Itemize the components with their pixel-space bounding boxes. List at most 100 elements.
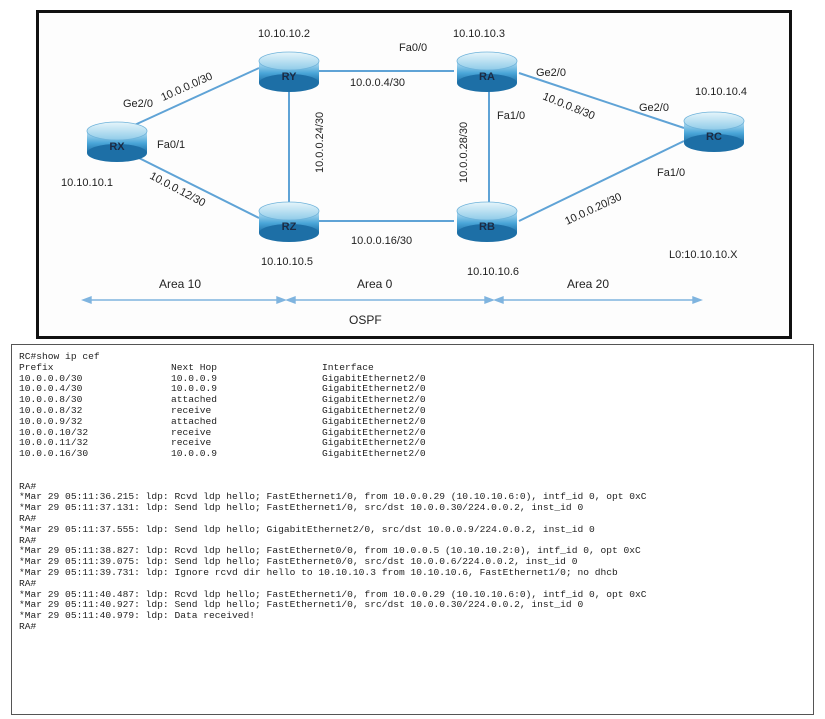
cef-nexthop: receive — [171, 437, 212, 449]
cef-row: 10.0.0.9/32 attached GigabitEthernet2/0 — [19, 415, 813, 428]
log-line: *Mar 29 05:11:38.827: ldp: Rcvd ldp hell… — [19, 545, 641, 557]
router-ip-rb: 10.10.10.6 — [467, 266, 519, 278]
link-rb-rc — [518, 140, 685, 222]
cef-nexthop: receive — [171, 404, 212, 416]
area-arrows — [81, 295, 703, 305]
log-line: *Mar 29 05:11:36.215: ldp: Rcvd ldp hell… — [19, 491, 647, 503]
router-name: RA — [479, 71, 495, 83]
cli-output-panel: RC#show ip cef Prefix Next Hop Interface… — [11, 344, 814, 715]
log-line: RA# — [19, 480, 37, 492]
cef-nexthop: 10.0.0.9 — [171, 383, 218, 395]
log-line: RA# — [19, 620, 37, 632]
router-rz: RZ — [258, 201, 320, 242]
log-line: RA# — [19, 512, 37, 524]
cef-prefix: 10.0.0.4/30 — [19, 383, 83, 395]
loopback-note: L0:10.10.10.X — [669, 249, 738, 261]
router-ip-rx: 10.10.10.1 — [61, 177, 113, 189]
cef-row: 10.0.0.11/32 receive GigabitEthernet2/0 — [19, 438, 813, 449]
router-name: RC — [706, 131, 722, 143]
blank-line — [19, 460, 813, 471]
log-line: *Mar 29 05:11:40.979: ldp: Data received… — [19, 610, 256, 622]
router-icon — [258, 201, 320, 221]
subnet-rx-ry: 10.0.0.0/30 — [159, 70, 214, 103]
router-name: RY — [282, 71, 298, 83]
router-ip-rz: 10.10.10.5 — [261, 256, 313, 268]
cef-header-prefix: Prefix — [19, 361, 54, 373]
cef-row: 10.0.0.4/30 10.0.0.9 GigabitEthernet2/0 — [19, 384, 813, 395]
blank-line — [19, 471, 813, 482]
area-20-label: Area 20 — [567, 277, 609, 291]
cef-prefix: 10.0.0.8/30 — [19, 394, 83, 406]
subnet-ry-rz: 10.0.0.24/30 — [314, 112, 326, 173]
log-line: *Mar 29 05:11:37.131: ldp: Send ldp hell… — [19, 502, 584, 514]
router-ra: RA — [456, 51, 518, 92]
cef-prefix: 10.0.0.0/30 — [19, 372, 83, 384]
log-line: RA# — [19, 534, 37, 546]
router-rb: RB — [456, 201, 518, 242]
log-line: *Mar 29 05:11:40.927: ldp: Send ldp hell… — [19, 599, 584, 611]
router-icon — [86, 121, 148, 141]
cef-nexthop: receive — [171, 426, 212, 438]
router-ry: RY — [258, 51, 320, 92]
link-rx-rz — [116, 146, 260, 219]
cef-row: 10.0.0.10/32 receive GigabitEthernet2/0 — [19, 426, 813, 439]
subnet-ra-rb: 10.0.0.28/30 — [458, 122, 470, 183]
cef-header-row: Prefix Next Hop Interface — [19, 361, 813, 374]
subnet-rx-rz: 10.0.0.12/30 — [148, 170, 208, 209]
cef-prefix: 10.0.0.10/32 — [19, 426, 89, 438]
intf-rx-ge: Ge2/0 — [123, 98, 153, 110]
cef-nexthop: attached — [171, 415, 218, 427]
cef-row: 10.0.0.8/32 receive GigabitEthernet2/0 — [19, 404, 813, 417]
cef-interface: GigabitEthernet2/0 — [322, 448, 426, 460]
cef-interface: GigabitEthernet2/0 — [322, 383, 426, 395]
log-line: *Mar 29 05:11:40.487: ldp: Rcvd ldp hell… — [19, 588, 647, 600]
link-rx-ry — [116, 67, 260, 134]
router-icon — [258, 51, 320, 71]
cef-interface: GigabitEthernet2/0 — [322, 426, 426, 438]
router-name: RZ — [282, 221, 297, 233]
cli-command: RC#show ip cef — [19, 351, 100, 362]
cef-header-interface: Interface — [322, 361, 374, 373]
router-ip-ra: 10.10.10.3 — [453, 28, 505, 40]
cef-interface: GigabitEthernet2/0 — [322, 404, 426, 416]
cef-row: 10.0.0.16/30 10.0.0.9 GigabitEthernet2/0 — [19, 448, 813, 460]
router-rc: RC — [683, 111, 745, 152]
cef-prefix: 10.0.0.8/32 — [19, 404, 83, 416]
cef-prefix: 10.0.0.11/32 — [19, 437, 89, 449]
area-0-label: Area 0 — [357, 277, 393, 291]
router-icon — [683, 111, 745, 131]
link-ra-rc — [518, 72, 685, 129]
protocol-label: OSPF — [349, 313, 382, 327]
subnet-rz-rb: 10.0.0.16/30 — [351, 235, 412, 247]
intf-ra-fa10: Fa1/0 — [497, 110, 525, 122]
cef-header-nexthop: Next Hop — [171, 361, 218, 373]
router-icon — [456, 51, 518, 71]
intf-rx-fa: Fa0/1 — [157, 139, 185, 151]
intf-rc-fa: Fa1/0 — [657, 167, 685, 179]
cef-prefix: 10.0.0.9/32 — [19, 415, 83, 427]
intf-rc-ge: Ge2/0 — [639, 102, 669, 114]
cef-nexthop: 10.0.0.9 — [171, 448, 218, 460]
log-line: *Mar 29 05:11:37.555: ldp: Send ldp hell… — [19, 523, 595, 535]
area-10-label: Area 10 — [159, 277, 201, 291]
cef-interface: GigabitEthernet2/0 — [322, 372, 426, 384]
subnet-rb-rc: 10.0.0.20/30 — [563, 191, 624, 228]
topology-canvas: RX RY RZ RA RB RC 10.10.10.1 10.10.10.2 … — [61, 28, 747, 327]
router-rx: RX — [86, 121, 148, 162]
router-icon — [456, 201, 518, 221]
cef-prefix: 10.0.0.16/30 — [19, 448, 89, 460]
log-line: *Mar 29 05:11:39.731: ldp: Ignore rcvd d… — [19, 566, 618, 578]
log-line: *Mar 29 05:11:39.075: ldp: Send ldp hell… — [19, 556, 578, 568]
intf-ra-fa00: Fa0/0 — [399, 42, 427, 54]
router-ip-rc: 10.10.10.4 — [695, 86, 747, 98]
cef-interface: GigabitEthernet2/0 — [322, 415, 426, 427]
intf-ra-ge: Ge2/0 — [536, 67, 566, 79]
cef-nexthop: attached — [171, 394, 218, 406]
cef-interface: GigabitEthernet2/0 — [322, 437, 426, 449]
log-line: RA# — [19, 577, 37, 589]
router-ip-ry: 10.10.10.2 — [258, 28, 310, 40]
subnet-ry-ra: 10.0.0.4/30 — [350, 77, 405, 89]
router-name: RB — [479, 221, 495, 233]
